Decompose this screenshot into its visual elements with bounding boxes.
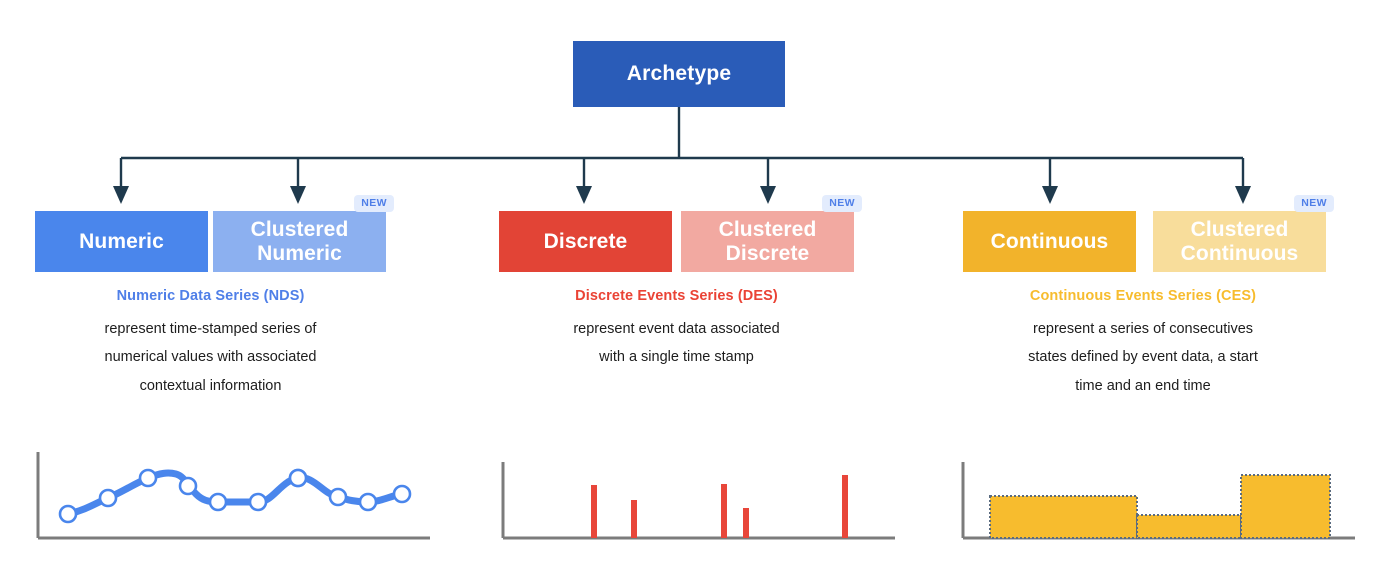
- archetype-root-label: Archetype: [626, 62, 732, 85]
- caption-numeric-desc: represent time-stamped series of numeric…: [35, 315, 386, 400]
- new-badge-clustered-continuous: NEW: [1294, 195, 1334, 212]
- caption-discrete-line-1: represent event data associated: [573, 321, 780, 337]
- continuous-chart: [955, 440, 1365, 550]
- new-badge-clustered-numeric: NEW: [354, 195, 394, 212]
- caption-discrete-desc: represent event data associated with a s…: [499, 315, 854, 372]
- caption-numeric-line-3: contextual information: [139, 377, 282, 394]
- caption-numeric-title: Numeric Data Series (NDS): [116, 288, 305, 304]
- numeric-chart: [30, 440, 440, 550]
- caption-continuous: Continuous Events Series (CES) represent…: [960, 288, 1326, 400]
- type-box-discrete-label: Discrete: [543, 229, 628, 253]
- caption-continuous-title: Continuous Events Series (CES): [1029, 288, 1257, 304]
- caption-continuous-line-2: states defined by event data, a start: [1028, 349, 1258, 366]
- caption-continuous-line-1: represent a series of consecutives: [1032, 321, 1254, 337]
- caption-numeric-line-1: represent time-stamped series of: [104, 321, 317, 337]
- caption-discrete-line-2: with a single time stamp: [599, 349, 754, 366]
- archetype-root-box[interactable]: Archetype: [573, 41, 785, 107]
- caption-numeric-line-2: numerical values with associated: [104, 349, 317, 366]
- new-badge-clustered-discrete: NEW: [822, 195, 862, 212]
- type-box-discrete[interactable]: Discrete: [499, 211, 672, 272]
- caption-discrete: Discrete Events Series (DES) represent e…: [499, 288, 854, 372]
- caption-discrete-title: Discrete Events Series (DES): [575, 288, 778, 304]
- caption-continuous-desc: represent a series of consecutives state…: [960, 315, 1326, 400]
- caption-continuous-line-3: time and an end time: [1075, 377, 1211, 394]
- type-box-continuous-label: Continuous: [990, 229, 1109, 253]
- caption-numeric: Numeric Data Series (NDS) represent time…: [35, 288, 386, 400]
- type-box-numeric-label: Numeric: [79, 229, 164, 253]
- type-box-numeric[interactable]: Numeric: [35, 211, 208, 272]
- type-box-continuous[interactable]: Continuous: [963, 211, 1136, 272]
- discrete-chart: [495, 440, 905, 550]
